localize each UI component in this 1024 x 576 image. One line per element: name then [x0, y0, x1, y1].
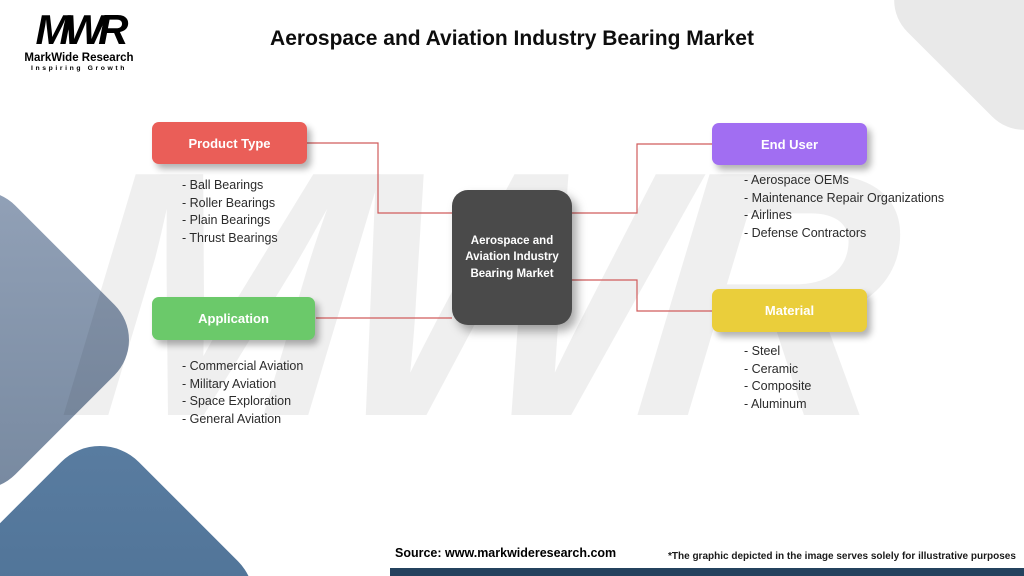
category-item: - Commercial Aviation — [182, 359, 304, 373]
connector-material — [572, 279, 712, 312]
category-box-end-user: End User — [712, 123, 867, 165]
category-item: - Roller Bearings — [182, 195, 276, 210]
connector-product-type — [307, 142, 452, 214]
category-item: - Ball Bearings — [182, 178, 264, 192]
category-item: - Space Exploration — [182, 394, 292, 409]
category-items-product-type: - Ball Bearings - Roller Bearings - Plai… — [182, 177, 278, 247]
page-title: Aerospace and Aviation Industry Bearing … — [270, 27, 754, 50]
category-box-application: Application — [152, 297, 315, 340]
logo-tagline: Inspiring Growth — [31, 65, 127, 73]
category-item: - Defense Contractors — [744, 225, 867, 240]
disclaimer-text: *The graphic depicted in the image serve… — [668, 551, 1016, 562]
category-item: - Aluminum — [744, 396, 807, 411]
category-label-product-type: Product Type — [188, 135, 271, 151]
logo-acronym: MWR — [35, 6, 129, 53]
category-item: - General Aviation — [182, 411, 282, 426]
category-items-application: - Commercial Aviation - Military Aviatio… — [182, 358, 303, 428]
category-item: - Maintenance Repair Organizations — [744, 190, 945, 205]
markwide-logo: MWR MarkWide Research Inspiring Growth — [20, 6, 138, 73]
category-label-material: Material — [764, 303, 815, 318]
category-item: - Steel — [744, 344, 781, 358]
category-label-end-user: End User — [760, 136, 819, 152]
category-label-application: Application — [198, 311, 269, 326]
category-box-product-type: Product Type — [152, 122, 307, 164]
category-item: - Ceramic — [744, 361, 799, 376]
source-text: Source: www.markwideresearch.com — [395, 546, 617, 560]
connector-end-user — [572, 143, 712, 214]
category-item: - Airlines — [744, 208, 792, 223]
category-item: - Aerospace OEMs — [744, 173, 849, 187]
category-item: - Thrust Bearings — [182, 230, 278, 245]
category-items-end-user: - Aerospace OEMs - Maintenance Repair Or… — [744, 172, 944, 242]
category-box-material: Material — [712, 289, 867, 332]
center-node: Aerospace and Aviation Industry Bearing … — [452, 190, 572, 325]
bottom-accent-bar — [390, 568, 1024, 576]
category-item: - Composite — [744, 379, 812, 394]
logo-name: MarkWide Research — [24, 52, 134, 65]
center-node-label: Aerospace and Aviation Industry Bearing … — [465, 235, 559, 280]
category-item: - Plain Bearings — [182, 213, 271, 228]
category-items-material: - Steel - Ceramic - Composite - Aluminum — [744, 343, 811, 413]
category-item: - Military Aviation — [182, 376, 277, 391]
